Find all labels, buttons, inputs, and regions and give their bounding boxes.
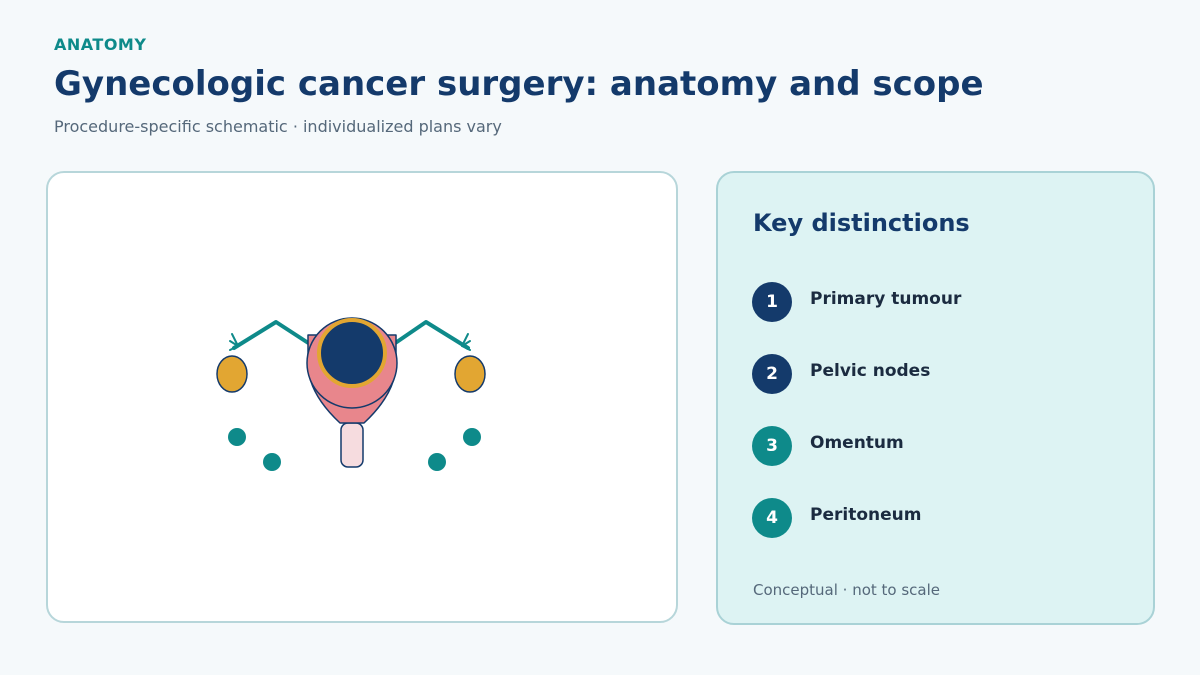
right-fimbriae: [461, 333, 471, 351]
key-distinctions-panel: Key distinctions 1 Primary tumour 2 Pelv…: [716, 171, 1155, 625]
primary-tumour: [317, 318, 387, 388]
page-subtitle: Procedure-specific schematic · individua…: [54, 117, 502, 136]
right-ovary: [454, 355, 486, 393]
pelvic-node: [263, 453, 281, 471]
scale-footnote: Conceptual · not to scale: [753, 581, 941, 599]
pelvic-node: [463, 428, 481, 446]
eyebrow-label: ANATOMY: [54, 35, 147, 54]
pelvic-node: [228, 428, 246, 446]
left-ovary: [216, 355, 248, 393]
right-fallopian-tube: [386, 320, 470, 350]
number-badge: 1: [752, 282, 792, 322]
left-fallopian-tube: [232, 320, 318, 350]
distinction-item-peritoneum: 4 Peritoneum: [752, 498, 921, 538]
distinction-label: Pelvic nodes: [810, 361, 931, 381]
distinction-label: Peritoneum: [810, 505, 922, 525]
vagina: [340, 422, 364, 468]
distinction-label: Primary tumour: [810, 289, 962, 309]
anatomy-diagram-card: [46, 171, 678, 623]
pelvic-node: [428, 453, 446, 471]
number-badge: 3: [752, 426, 792, 466]
panel-title: Key distinctions: [753, 209, 970, 237]
distinction-label: Omentum: [810, 433, 904, 453]
pelvic-anatomy-schematic: [216, 317, 486, 471]
number-badge: 4: [752, 498, 792, 538]
page-title: Gynecologic cancer surgery: anatomy and …: [54, 64, 984, 104]
left-fimbriae: [229, 333, 239, 351]
number-badge: 2: [752, 354, 792, 394]
distinction-item-pelvic-nodes: 2 Pelvic nodes: [752, 354, 930, 394]
distinction-item-omentum: 3 Omentum: [752, 426, 904, 466]
distinction-item-primary-tumour: 1 Primary tumour: [752, 282, 961, 322]
